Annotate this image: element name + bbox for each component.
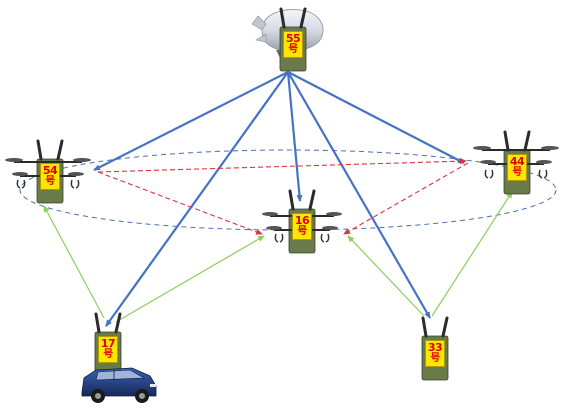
node-number: 54 <box>42 164 58 177</box>
node-number: 55 <box>285 32 301 45</box>
node-suffix: 号 <box>297 226 307 237</box>
link-17-to-16 <box>115 235 265 323</box>
link-55-to-17 <box>105 71 289 327</box>
link-54-to-16 <box>97 171 263 235</box>
formation-ellipse <box>19 149 557 231</box>
link-33-to-44 <box>431 191 513 317</box>
node-suffix: 号 <box>430 353 440 364</box>
suv-icon <box>81 367 157 403</box>
node-number: 33 <box>427 341 443 354</box>
link-17-to-54 <box>43 205 105 319</box>
link-55-to-44 <box>287 71 465 164</box>
link-54-to-44 <box>97 158 467 173</box>
link-layer <box>43 71 513 327</box>
link-44-to-16 <box>343 162 469 235</box>
link-55-to-33 <box>287 71 431 319</box>
node-number: 16 <box>294 214 310 227</box>
node-suffix: 号 <box>45 176 55 187</box>
radio-layer <box>36 7 531 381</box>
node-number: 17 <box>100 337 116 350</box>
link-55-to-16 <box>286 71 303 202</box>
drone-icon-54 <box>5 158 91 189</box>
node-number: 44 <box>509 155 525 168</box>
node-suffix: 号 <box>288 44 298 55</box>
link-55-to-54 <box>93 71 289 171</box>
link-33-to-16 <box>347 235 425 317</box>
node-suffix: 号 <box>103 349 113 360</box>
node-suffix: 号 <box>512 167 522 178</box>
